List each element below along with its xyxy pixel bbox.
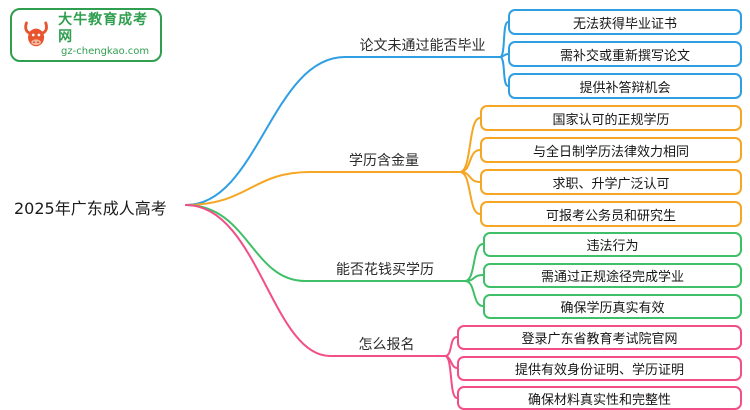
- site-logo: 大牛教育成考网 gz-chengkao.com: [10, 8, 162, 62]
- leaf-node: 需通过正规途径完成学业: [483, 263, 742, 288]
- leaf-node: 提供有效身份证明、学历证明: [457, 356, 742, 381]
- branch-3-child-1-link: [444, 355, 458, 369]
- branch-3-child-2-link: [444, 355, 458, 399]
- branch-node-2: 能否花钱买学历: [336, 262, 434, 278]
- branch-1-child-1-link: [459, 149, 481, 173]
- leaf-node: 可报考公务员和研究生: [480, 201, 742, 227]
- leaf-node: 无法获得毕业证书: [508, 9, 742, 35]
- leaf-node: 需补交或重新撰写论文: [508, 41, 742, 67]
- leaf-node: 与全日制学历法律效力相同: [480, 137, 742, 163]
- leaf-node: 确保材料真实性和完整性: [457, 386, 742, 410]
- leaf-node: 违法行为: [483, 232, 742, 257]
- logo-title: 大牛教育成考网: [58, 12, 149, 45]
- branch-node-0: 论文未通过能否毕业: [359, 38, 486, 54]
- root-node: 2025年广东成人高考: [14, 199, 167, 218]
- branch-0-child-2-link: [499, 56, 509, 87]
- leaf-node: 确保学历真实有效: [483, 294, 742, 319]
- branch-0-child-0-link: [499, 21, 509, 58]
- branch-node-1: 学历含金量: [349, 153, 419, 169]
- branch-3-child-0-link: [444, 336, 458, 357]
- logo-text: 大牛教育成考网 gz-chengkao.com: [58, 12, 152, 58]
- logo-subtitle: gz-chengkao.com: [61, 45, 150, 57]
- branch-1-link: [185, 171, 461, 206]
- branch-1-child-2-link: [459, 171, 481, 183]
- branch-2-child-0-link: [464, 243, 484, 282]
- bull-icon: [24, 21, 48, 47]
- branch-node-3: 怎么报名: [358, 337, 415, 353]
- leaf-node: 国家认可的正规学历: [480, 105, 742, 131]
- leaf-node: 提供补答辩机会: [508, 73, 742, 99]
- leaf-node: 求职、升学广泛认可: [480, 169, 742, 195]
- branch-2-child-1-link: [464, 274, 484, 282]
- branch-1-child-0-link: [459, 117, 481, 173]
- branch-0-link: [185, 56, 501, 206]
- branch-2-child-2-link: [464, 280, 484, 307]
- branch-1-child-3-link: [459, 171, 481, 215]
- leaf-node: 登录广东省教育考试院官网: [457, 325, 742, 350]
- branch-0-child-1-link: [499, 53, 509, 58]
